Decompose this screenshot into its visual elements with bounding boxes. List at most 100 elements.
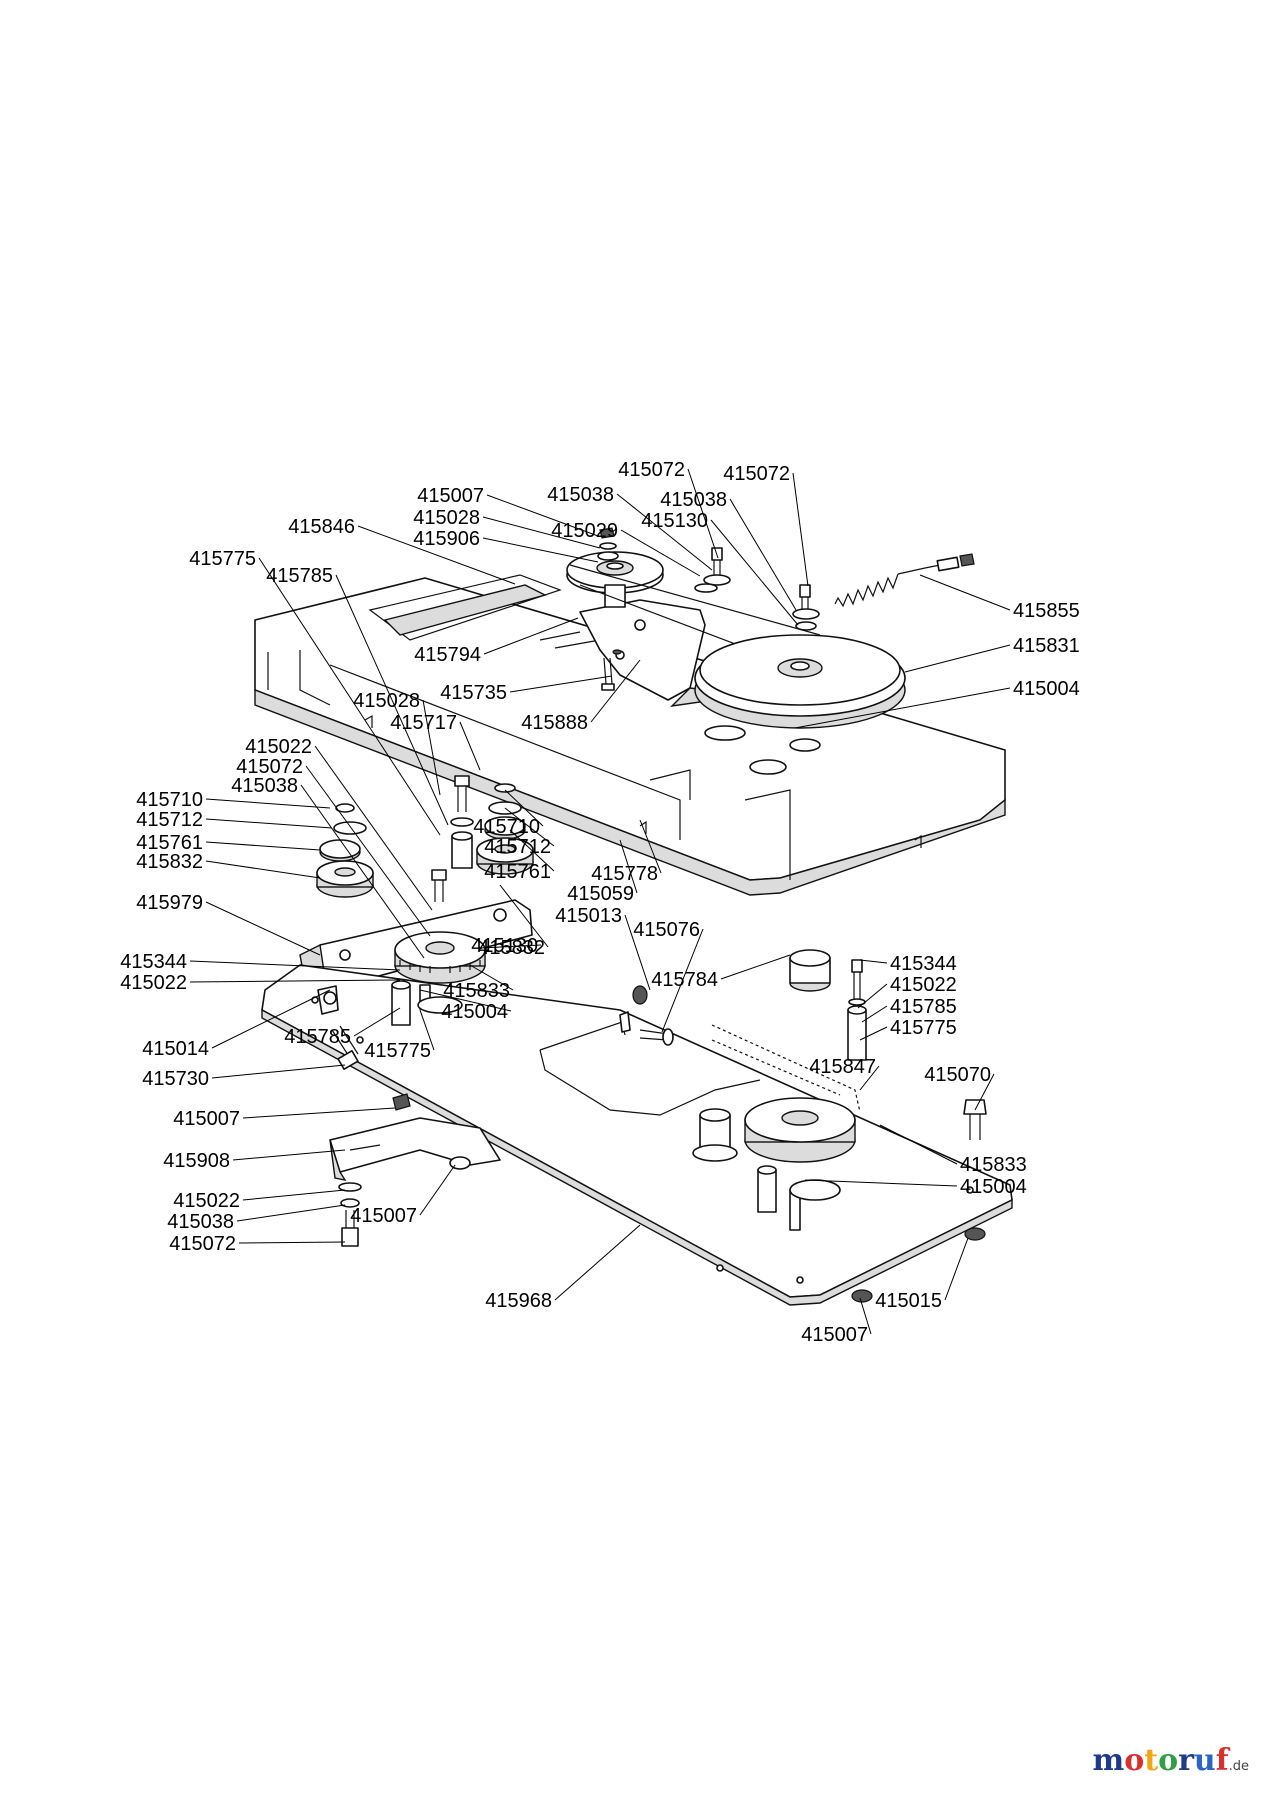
leader-line (314, 745, 433, 911)
leader-line (859, 1065, 880, 1091)
leader-line (459, 721, 481, 771)
leader-line (205, 841, 321, 851)
leader-line (619, 839, 638, 894)
part-label-415013: 415013 (555, 905, 622, 927)
part-label-415028: 415028 (413, 507, 480, 529)
part-label-415130: 415130 (471, 935, 538, 957)
leader-line (859, 959, 888, 964)
leader-lines (189, 468, 1011, 1335)
idler-bracket-415888 (579, 599, 706, 707)
leader-line (205, 818, 333, 829)
leader-line (859, 1297, 872, 1335)
leader-line (616, 493, 713, 571)
part-label-415070: 415070 (924, 1064, 991, 1086)
leader-line (974, 1073, 995, 1111)
part-label-415029: 415029 (551, 520, 618, 542)
part-label-415038: 415038 (660, 489, 727, 511)
part-label-415778: 415778 (591, 863, 658, 885)
watermark-letter: m (1092, 1743, 1125, 1778)
leader-line (211, 1064, 346, 1079)
leader-line (483, 617, 579, 655)
part-label-415761: 415761 (136, 832, 203, 854)
part-label-415775: 415775 (364, 1040, 431, 1062)
upper-fasteners (597, 527, 820, 691)
leader-line (590, 659, 641, 723)
leader-line (482, 516, 601, 549)
leader-line (504, 789, 544, 827)
part-label-415130: 415130 (641, 510, 708, 532)
part-label-415847: 415847 (809, 1056, 876, 1078)
part-label-415831: 415831 (1013, 635, 1080, 657)
leader-line (205, 860, 321, 879)
part-label-415832: 415832 (478, 937, 545, 959)
leader-line (804, 1179, 958, 1187)
leader-line (904, 644, 1011, 673)
leader-line (624, 914, 651, 991)
leader-line (211, 989, 331, 1049)
leader-line (499, 884, 549, 948)
leader-line (620, 529, 701, 577)
part-label-415784: 415784 (651, 969, 718, 991)
part-label-415785: 415785 (284, 1026, 351, 1048)
leader-line (879, 1124, 958, 1165)
leader-line (504, 807, 555, 847)
part-label-415710: 415710 (136, 789, 203, 811)
part-label-415775: 415775 (890, 1017, 957, 1039)
leader-line (419, 989, 512, 1012)
part-label-415007: 415007 (350, 1205, 417, 1227)
base-plate-415968 (261, 949, 1013, 1306)
part-label-415022: 415022 (120, 972, 187, 994)
large-pulley-415831 (694, 634, 906, 729)
leader-line (720, 954, 791, 980)
leader-line (189, 979, 401, 983)
tension-spring-415855 (834, 553, 975, 608)
leader-line (482, 537, 599, 563)
part-label-415022: 415022 (890, 974, 957, 996)
part-label-415710: 415710 (473, 816, 540, 838)
leader-line (300, 784, 425, 959)
leader-line (238, 1241, 346, 1244)
part-label-415014: 415014 (142, 1038, 209, 1060)
part-label-415717: 415717 (390, 712, 457, 734)
watermark-letter: o (1124, 1743, 1145, 1778)
part-label-415007: 415007 (417, 485, 484, 507)
leader-line (242, 1189, 346, 1201)
leader-line (639, 819, 662, 874)
watermark-letter: t (1144, 1743, 1159, 1778)
part-label-415022: 415022 (245, 736, 312, 758)
leader-line (357, 525, 516, 585)
leader-line (469, 964, 514, 991)
part-label-415832: 415832 (136, 851, 203, 873)
part-label-415072: 415072 (169, 1233, 236, 1255)
leader-line (335, 574, 449, 826)
leader-line (661, 928, 704, 1033)
watermark-letter: o (1158, 1743, 1179, 1778)
part-label-415007: 415007 (173, 1108, 240, 1130)
leader-line (509, 829, 555, 872)
part-label-415785: 415785 (890, 996, 957, 1018)
part-label-415007: 415007 (801, 1324, 868, 1346)
leader-line (189, 960, 401, 971)
part-label-415906: 415906 (413, 528, 480, 550)
leader-line (861, 1005, 888, 1023)
leader-line (479, 944, 542, 949)
leader-line (554, 1224, 641, 1301)
leader-line (859, 1026, 888, 1041)
part-label-415833: 415833 (443, 980, 510, 1002)
part-label-415072: 415072 (236, 756, 303, 778)
part-label-415004: 415004 (441, 1001, 508, 1023)
leader-line (353, 1007, 401, 1037)
part-label-415855: 415855 (1013, 600, 1080, 622)
leader-line (792, 472, 809, 587)
part-label-415735: 415735 (440, 682, 507, 704)
leader-line (486, 494, 599, 537)
part-label-415022: 415022 (173, 1190, 240, 1212)
part-label-415730: 415730 (142, 1068, 209, 1090)
watermark-letter: u (1193, 1743, 1216, 1778)
leader-line (305, 765, 431, 937)
part-label-415004: 415004 (960, 1176, 1027, 1198)
leader-line (419, 1164, 456, 1216)
part-label-415076: 415076 (633, 919, 700, 941)
